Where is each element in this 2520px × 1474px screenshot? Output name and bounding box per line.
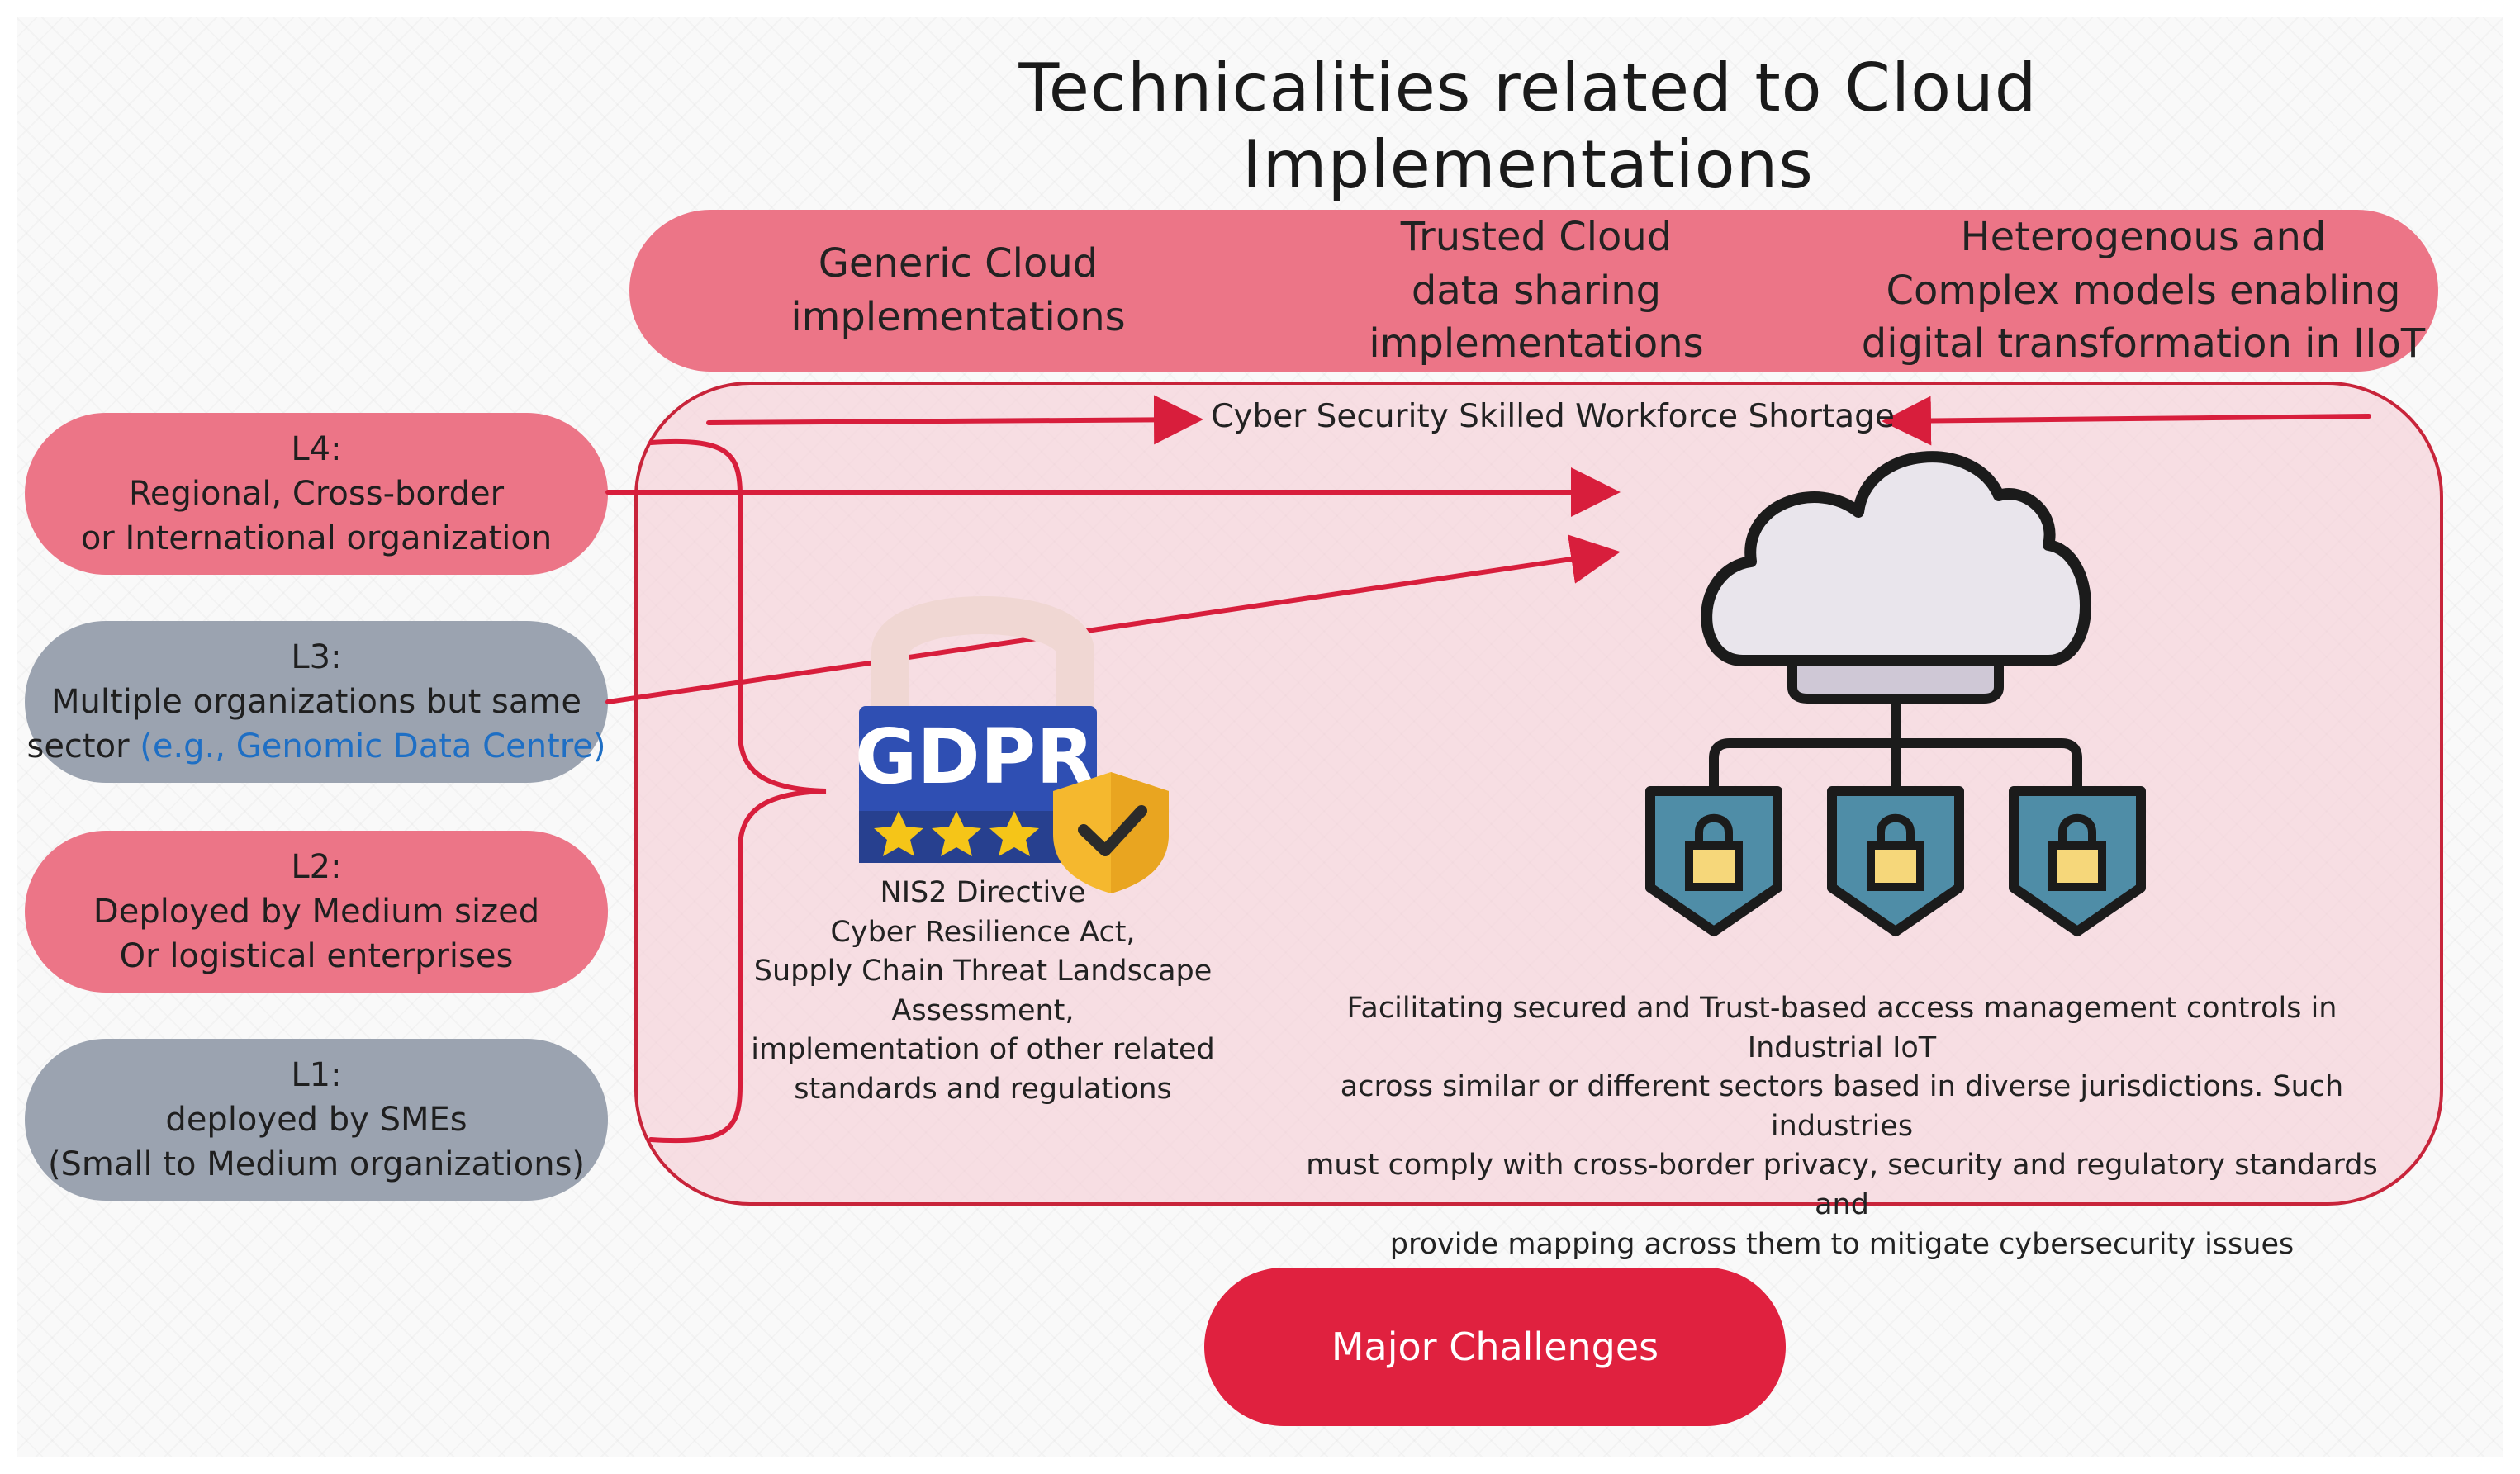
category-trusted-cloud: Trusted Cloud data sharing implementatio… (1369, 213, 1704, 367)
workforce-shortage-label: Cyber Security Skilled Workforce Shortag… (1211, 398, 1895, 435)
major-challenges-button[interactable]: Major Challenges (1204, 1268, 1786, 1426)
level-l3-line1: Multiple organizations but same (51, 683, 581, 721)
workforce-arrow-right (1882, 396, 2371, 446)
regulations-text: NIS2 Directive Cyber Resilience Act, Sup… (751, 876, 1215, 1106)
level-l2-line2: Or logistical enterprises (119, 937, 514, 975)
level-l1-title: L1: (291, 1056, 342, 1094)
level-l3-title: L3: (291, 638, 342, 676)
page-title: Technicalities related to Cloud Implemen… (1018, 50, 2038, 203)
gdpr-badge-text: GDPR (855, 713, 1094, 801)
implementation-categories-band (629, 210, 2438, 372)
levels-brace (648, 438, 827, 1144)
level-l4: L4: Regional, Cross-border or Internatio… (25, 413, 608, 575)
category-generic-cloud: Generic Cloud implementations (790, 240, 1126, 340)
level-l1-line2: (Small to Medium organizations) (47, 1145, 586, 1183)
level-l2: L2: Deployed by Medium sized Or logistic… (25, 831, 608, 993)
l3-to-cloud-arrow (605, 534, 1621, 704)
level-l2-line1: Deployed by Medium sized (93, 893, 540, 931)
level-l1: L1: deployed by SMEs (Small to Medium or… (25, 1039, 608, 1201)
level-l4-title: L4: (291, 430, 342, 468)
workforce-arrow-left (706, 395, 1203, 445)
shield-check-icon (1053, 772, 1169, 893)
level-l1-line1: deployed by SMEs (165, 1101, 467, 1139)
level-l3-example: (e.g., Genomic Data Centre) (140, 728, 606, 765)
level-l3-line2: sector (26, 728, 140, 765)
cloud-network-lock-icon (1645, 451, 2146, 936)
level-l4-line2: or International organization (80, 519, 553, 557)
level-l3: L3: Multiple organizations but same sect… (25, 621, 608, 783)
level-l4-line1: Regional, Cross-border (128, 475, 505, 513)
category-heterogenous-models: Heterogenous and Complex models enabling… (1861, 213, 2426, 367)
access-management-text: Facilitating secured and Trust-based acc… (1306, 992, 2378, 1261)
level-l2-title: L2: (291, 848, 342, 886)
